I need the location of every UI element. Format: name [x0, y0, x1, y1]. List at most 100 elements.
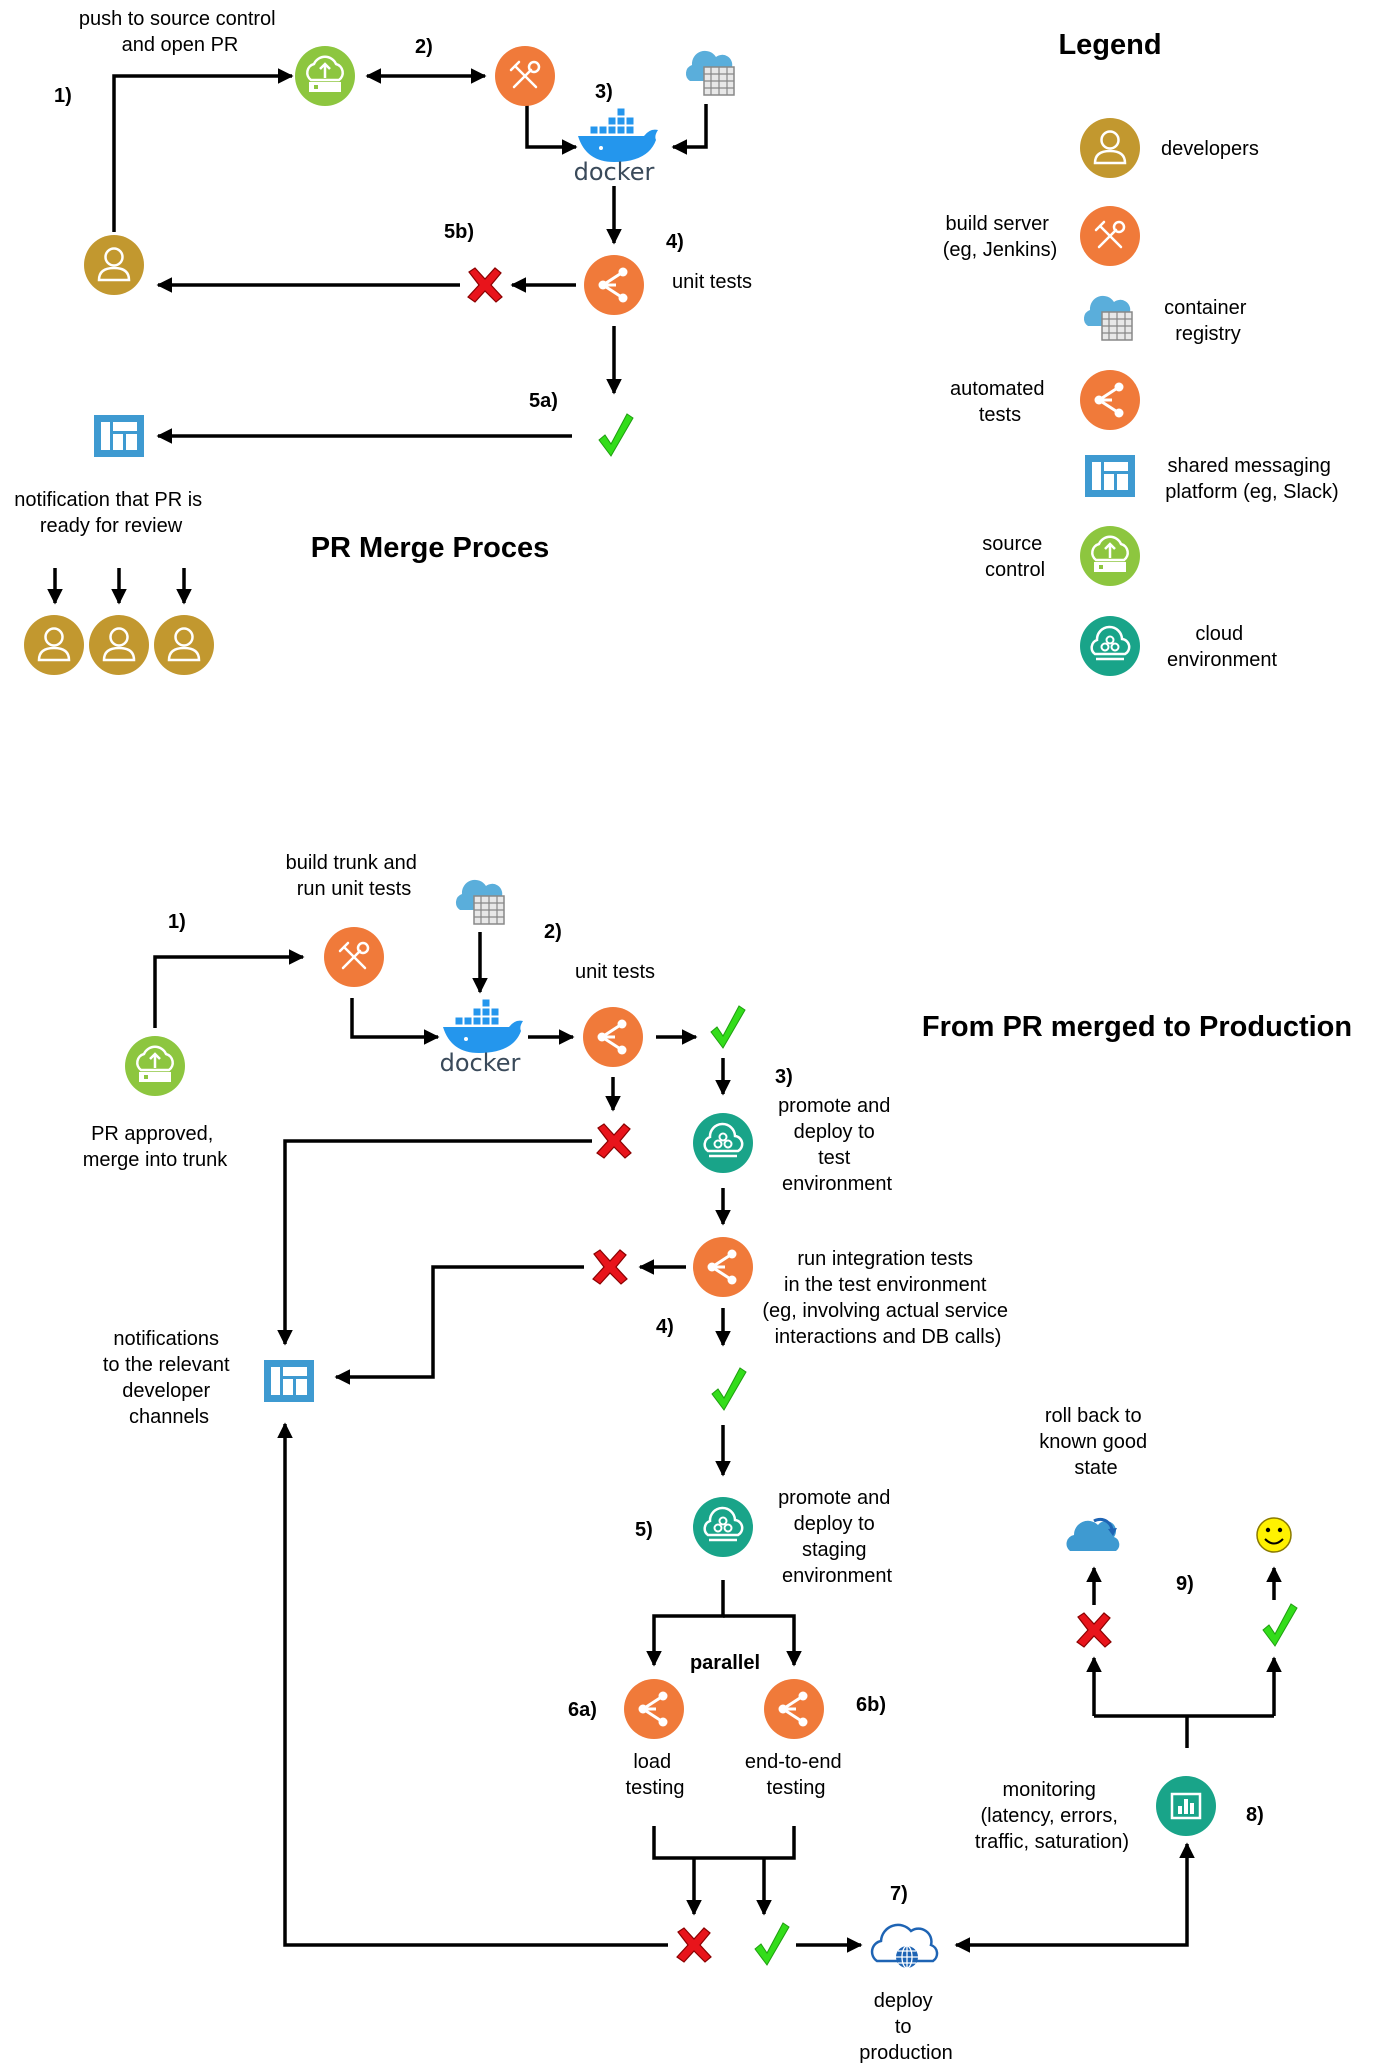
- edge-build-to-docker: [350, 998, 440, 1045]
- developer-icon: [87, 613, 151, 677]
- step-3-label: 3): [775, 1066, 793, 1088]
- production-title: From PR merged to Production: [922, 1011, 1352, 1043]
- legend: Legend developers build server (eg, Jenk…: [943, 29, 1339, 678]
- unit-tests-label: unit tests: [672, 271, 752, 293]
- fail-icon: [596, 1123, 632, 1159]
- legend-label-container-registry: container registry: [1164, 297, 1252, 345]
- legend-label-source-control: source control: [982, 533, 1048, 581]
- promote-test-label: promote and deploy to test environment: [778, 1095, 896, 1195]
- step-2-label: 2): [415, 36, 433, 58]
- automated-tests-icon: [691, 1235, 755, 1299]
- container-registry-icon: [685, 50, 735, 96]
- cloud-environment-icon: [691, 1495, 755, 1559]
- load-testing-icon: [622, 1677, 686, 1741]
- legend-container-registry-icon: [1083, 295, 1133, 341]
- developer-icon: [22, 613, 86, 677]
- step-5a-label: 5a): [529, 390, 558, 412]
- legend-label-automated-tests: automated tests: [950, 378, 1050, 426]
- promote-staging-label: promote and deploy to staging environmen…: [778, 1487, 896, 1587]
- step-5-label: 5): [635, 1519, 653, 1541]
- edge-fail3-to-notify: [277, 1422, 668, 1947]
- step-4-label: 4): [656, 1316, 674, 1338]
- step-4-label: 4): [666, 231, 684, 253]
- e2e-testing-label: end-to-end testing: [745, 1751, 847, 1799]
- legend-label-cloud-environment: cloud environment: [1167, 623, 1278, 671]
- edge-approved-to-build: [153, 949, 305, 1028]
- notification-label: notification that PR is ready for review: [14, 489, 207, 537]
- pr-merge-diagram: docker 1) push to source control and ope…: [14, 8, 752, 677]
- top-edges: [47, 68, 708, 605]
- edge-fail2-to-notify: [334, 1265, 584, 1385]
- rollback-cloud-icon: [1064, 1517, 1121, 1553]
- legend-label-developers: developers: [1161, 138, 1259, 160]
- smiley-icon: [1256, 1517, 1292, 1553]
- step-6a-label: 6a): [568, 1699, 597, 1721]
- edge-staging-to-load: [646, 1580, 725, 1667]
- edge-registry-to-docker: [671, 104, 708, 155]
- step-5b-label: 5b): [444, 221, 474, 243]
- messaging-icon: [264, 1360, 314, 1402]
- legend-source-control-icon: [1078, 524, 1142, 588]
- step-8-label: 8): [1246, 1804, 1264, 1826]
- edge-build-to-docker: [525, 104, 578, 155]
- step-3-label: 3): [595, 81, 613, 103]
- edge-parallel-join: [652, 1826, 796, 1860]
- docker-wordmark: docker: [574, 158, 655, 186]
- legend-label-messaging: shared messaging platform (eg, Slack): [1165, 455, 1338, 503]
- fail-icon: [592, 1249, 628, 1285]
- bottom-edges: [153, 932, 1282, 1953]
- automated-tests-icon: [582, 253, 646, 317]
- monitoring-label: monitoring (latency, errors, traffic, sa…: [975, 1779, 1129, 1853]
- build-server-icon: [322, 925, 386, 989]
- legend-developer-icon: [1078, 116, 1142, 180]
- pr-merge-title: PR Merge Proces: [311, 532, 550, 564]
- step-1-label: 1): [54, 85, 72, 107]
- edge-fail-to-notify: [277, 1139, 592, 1346]
- unit-tests-label: unit tests: [575, 961, 655, 983]
- notifications-label: notifications to the relevant developer …: [103, 1328, 235, 1428]
- docker-icon: docker: [440, 998, 524, 1077]
- legend-label-build-server: build server (eg, Jenkins): [943, 213, 1058, 261]
- source-control-icon: [293, 44, 357, 108]
- legend-automated-tests-icon: [1078, 368, 1142, 432]
- edge-dev-to-source: [112, 68, 294, 232]
- docker-wordmark: docker: [440, 1049, 521, 1077]
- monitoring-icon: [1154, 1774, 1218, 1838]
- step-6b-label: 6b): [856, 1694, 886, 1716]
- step-9-label: 9): [1176, 1573, 1194, 1595]
- production-cloud-icon: [870, 1923, 939, 1970]
- source-control-icon: [123, 1034, 187, 1098]
- production-diagram: docker 1) build trunk and run unit tests…: [83, 852, 1352, 2064]
- step-7-label: 7): [890, 1883, 908, 1905]
- developer-icon: [82, 233, 146, 297]
- automated-tests-icon: [581, 1005, 645, 1069]
- legend-cloud-environment-icon: [1078, 614, 1142, 678]
- legend-messaging-icon: [1085, 455, 1135, 497]
- cloud-environment-icon: [691, 1111, 755, 1175]
- pr-approved-label: PR approved, merge into trunk: [83, 1123, 229, 1171]
- push-source-label: push to source control and open PR: [79, 8, 281, 56]
- fail-icon: [676, 1927, 712, 1963]
- integration-tests-label: run integration tests in the test enviro…: [762, 1248, 1013, 1348]
- deploy-production-label: deploy to production: [859, 1990, 952, 2064]
- rollback-label: roll back to known good state: [1039, 1405, 1152, 1479]
- pass-icon: [598, 413, 634, 457]
- legend-build-server-icon: [1078, 204, 1142, 268]
- load-testing-label: load testing: [626, 1751, 685, 1799]
- parallel-label: parallel: [690, 1652, 760, 1674]
- end-to-end-testing-icon: [762, 1677, 826, 1741]
- edge-production-monitoring: [954, 1842, 1195, 1953]
- build-trunk-label: build trunk and run unit tests: [286, 852, 423, 900]
- legend-title: Legend: [1058, 29, 1161, 61]
- docker-icon: docker: [574, 107, 659, 186]
- container-registry-icon: [455, 879, 505, 925]
- step-1-label: 1): [168, 911, 186, 933]
- fail-icon: [467, 267, 503, 303]
- pass-icon: [754, 1922, 790, 1966]
- pass-icon: [711, 1367, 747, 1411]
- developer-icon: [152, 613, 216, 677]
- pass-icon: [1262, 1603, 1298, 1647]
- build-server-icon: [493, 44, 557, 108]
- edge-staging-to-e2e: [723, 1614, 802, 1667]
